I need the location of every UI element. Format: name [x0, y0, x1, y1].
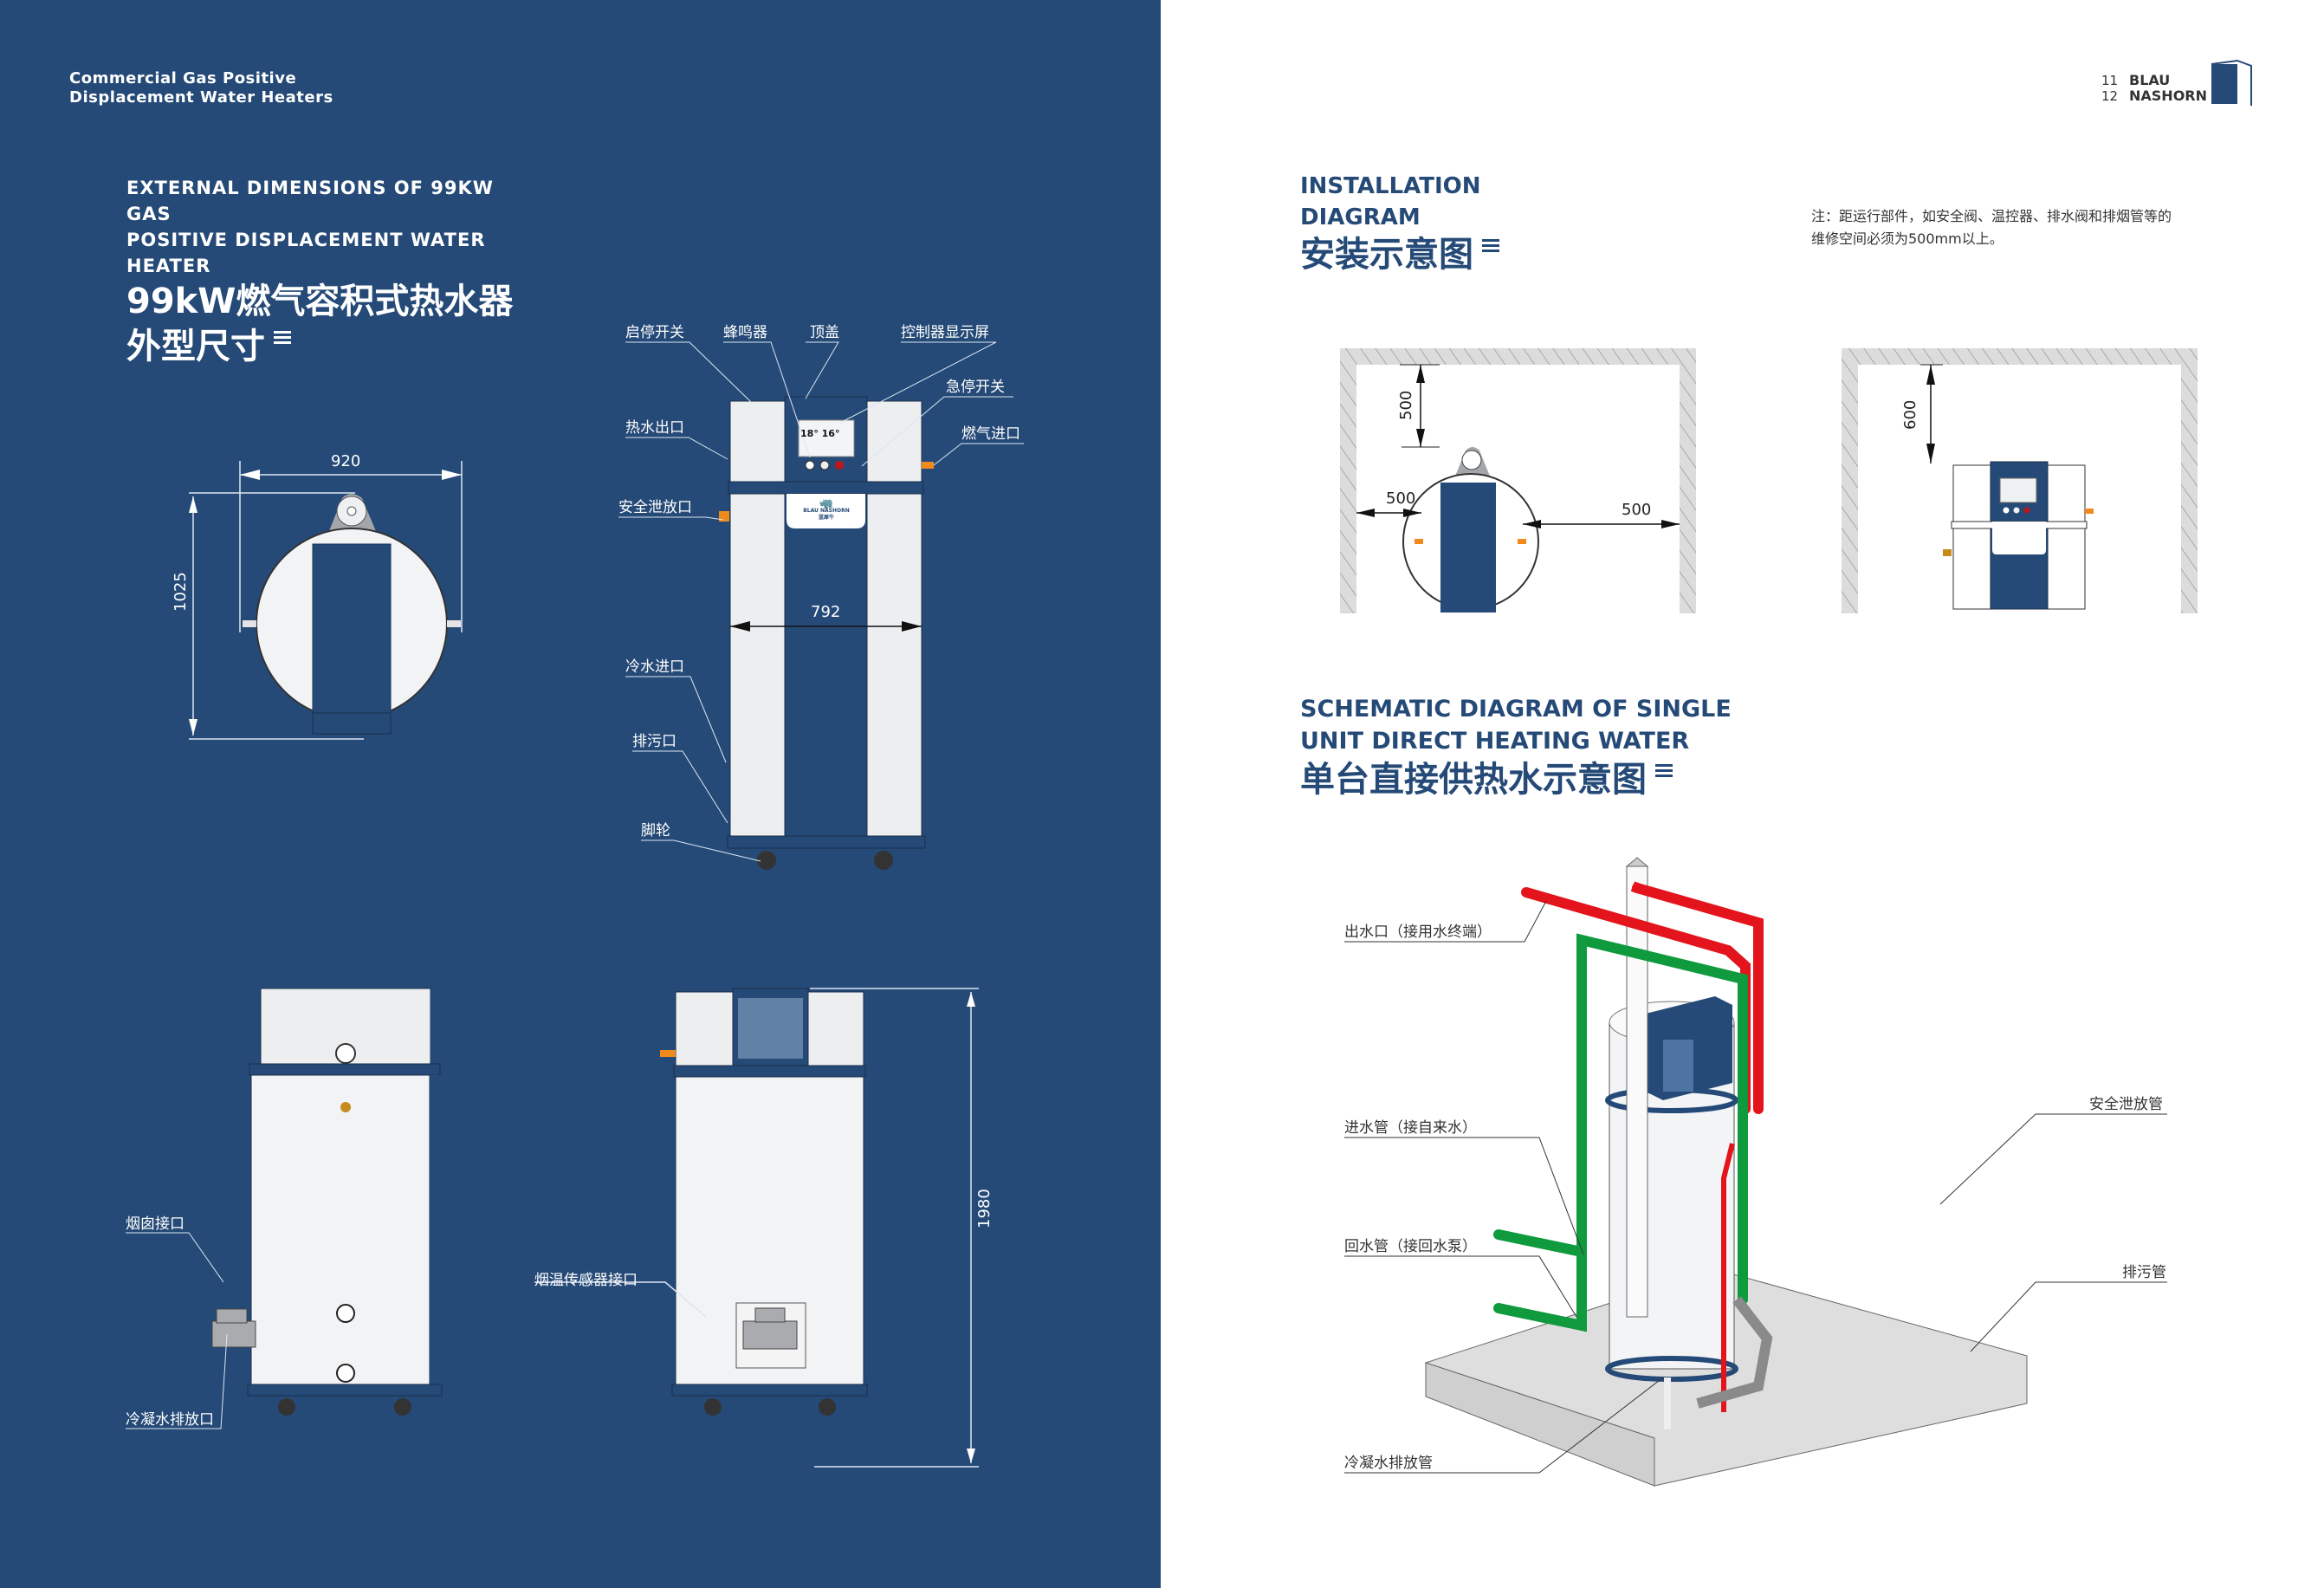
clearance-left-label: 500: [1386, 489, 1416, 508]
installation-heading: INSTALLATION DIAGRAM 安装示意图: [1300, 170, 1499, 277]
rhino-logo-icon: 🦏: [819, 497, 834, 510]
schematic-title-cn: 单台直接供热水示意图: [1300, 760, 1647, 800]
top-view-drawing: [189, 461, 463, 740]
callout-hot-water-outlet: 热水出口: [625, 419, 684, 437]
brand-tagline-line2: Displacement Water Heaters: [69, 88, 333, 107]
building-logo-icon: [2211, 59, 2252, 106]
side-view-drawing: [126, 988, 448, 1429]
schematic-title-en-1: SCHEMATIC DIAGRAM OF SINGLE: [1300, 696, 1732, 723]
display-temp-2: 16: [821, 428, 835, 439]
page-number-bottom: 12: [2101, 88, 2119, 104]
callout-condensate-drain: 冷凝水排放口: [126, 1411, 214, 1429]
display-temps: 18° 16°: [800, 428, 840, 439]
right-page: 11 12 BLAU NASHORN INSTALLATION DIAGRAM …: [1161, 0, 2324, 1588]
installation-note: 注：距运行部件，如安全阀、温控器、排水阀和排烟管等的 维修空间必须为500mm以…: [1811, 205, 2172, 250]
install-title-cn: 安装示意图: [1300, 235, 1473, 275]
logo-cn: 蓝犀牛: [818, 515, 834, 521]
top-view-width-label: 920: [331, 452, 361, 470]
schematic-title-en-2: UNIT DIRECT HEATING WATER: [1300, 728, 1690, 755]
callout-drain-pipe: 排污管: [2122, 1264, 2166, 1281]
callout-drain-outlet: 排污口: [632, 733, 676, 750]
left-page: Commercial Gas Positive Displacement Wat…: [0, 0, 1161, 1588]
install-title-en-2: DIAGRAM: [1300, 204, 1421, 230]
callout-outlet: 出水口（接用水终端）: [1344, 924, 1492, 941]
back-view-drawing: [534, 988, 979, 1468]
callout-gas-inlet: 燃气进口: [961, 425, 1020, 443]
display-temp-1: 18: [800, 428, 814, 439]
callout-safety-relief: 安全泄放口: [618, 499, 692, 516]
dimensions-title-en-1: EXTERNAL DIMENSIONS OF 99KW GAS: [126, 178, 494, 224]
menu-lines-icon: [274, 331, 291, 345]
clearance-top-view: [1340, 348, 1696, 613]
brand-line1: BLAU: [2129, 72, 2171, 88]
dimensions-title-cn-1: 99kW燃气容积式热水器: [126, 282, 514, 321]
callout-start-stop-switch: 启停开关: [625, 324, 684, 341]
callout-flue-temp-sensor: 烟温传感器接口: [534, 1272, 638, 1289]
dimensions-heading: EXTERNAL DIMENSIONS OF 99KW GAS POSITIVE…: [126, 175, 529, 369]
brand-line2: NASHORN: [2129, 88, 2207, 104]
callout-emergency-stop: 急停开关: [946, 379, 1005, 396]
front-view-width-label: 792: [811, 603, 841, 621]
callout-cold-water-inlet: 冷水进口: [625, 658, 684, 676]
callout-safety-relief-pipe: 安全泄放管: [2089, 1096, 2163, 1113]
page-numbers: 11 12: [2101, 73, 2118, 104]
clearance-right-label: 500: [1622, 501, 1652, 519]
callout-controller-display: 控制器显示屏: [901, 324, 989, 341]
callout-return: 回水管（接回水泵）: [1344, 1238, 1477, 1255]
callout-condensate: 冷凝水排放管: [1344, 1455, 1433, 1472]
menu-lines-icon: [1482, 239, 1499, 253]
front-view-drawing: [618, 341, 1024, 870]
brand-tagline: Commercial Gas Positive Displacement Wat…: [69, 69, 333, 107]
logo-en: BLAU NASHORN: [803, 508, 850, 514]
install-title-en-1: INSTALLATION: [1300, 173, 1481, 199]
clearance-front-view: [1842, 348, 2198, 613]
front-logo: 🦏 BLAU NASHORN 蓝犀牛: [788, 497, 864, 522]
brand-tagline-line1: Commercial Gas Positive: [69, 69, 297, 88]
back-view-height-label: 1980: [975, 1189, 994, 1228]
menu-lines-icon: [1655, 764, 1673, 778]
page-number-top: 11: [2101, 73, 2119, 88]
note-line2: 维修空间必须为500mm以上。: [1811, 230, 2004, 247]
note-line1: 注：距运行部件，如安全阀、温控器、排水阀和排烟管等的: [1811, 208, 2172, 224]
callout-buzzer: 蜂鸣器: [723, 324, 767, 341]
callout-caster: 脚轮: [641, 822, 670, 839]
brand-logo-text: BLAU NASHORN: [2129, 73, 2207, 104]
schematic-heading: SCHEMATIC DIAGRAM OF SINGLE UNIT DIRECT …: [1300, 693, 1732, 802]
callout-top-cover: 顶盖: [810, 324, 839, 341]
schematic-drawing: [1344, 857, 2167, 1487]
callout-inlet: 进水管（接自来水）: [1344, 1119, 1477, 1137]
dimensions-title-cn-2: 外型尺寸: [126, 327, 265, 366]
callout-chimney-port: 烟囱接口: [126, 1215, 184, 1233]
dimensions-title-en-2: POSITIVE DISPLACEMENT WATER HEATER: [126, 230, 486, 276]
